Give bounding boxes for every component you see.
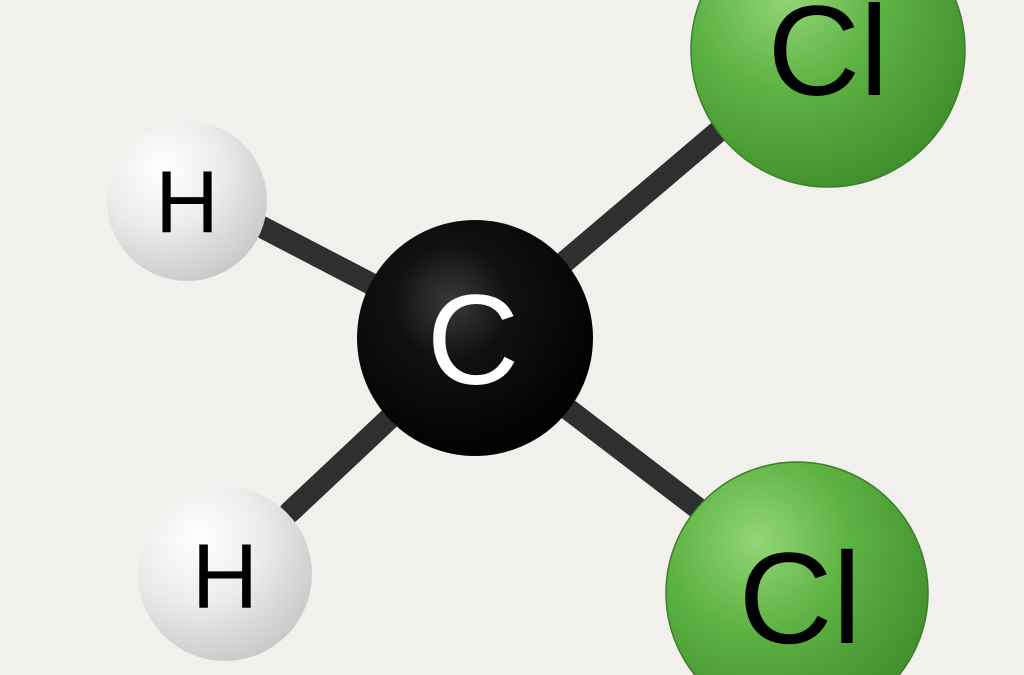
atom-label-cl1: Cl — [768, 0, 889, 123]
atom-label-h1: H — [155, 152, 219, 251]
atom-label-cl2: Cl — [739, 525, 862, 671]
chlorine-sphere — [690, 0, 966, 188]
chlorine-sphere — [665, 461, 929, 675]
atom-h-bottom: H — [138, 487, 312, 661]
atom-label-c: C — [427, 269, 519, 412]
carbon-sphere — [357, 220, 593, 456]
hydrogen-sphere — [107, 121, 267, 281]
atom-cl-bottom: Cl — [665, 461, 929, 675]
hydrogen-sphere — [138, 487, 312, 661]
atom-label-h2: H — [192, 526, 258, 628]
atom-h-top: H — [107, 121, 267, 281]
atom-cl-top: Cl — [690, 0, 966, 188]
atom-carbon: C — [357, 220, 593, 456]
